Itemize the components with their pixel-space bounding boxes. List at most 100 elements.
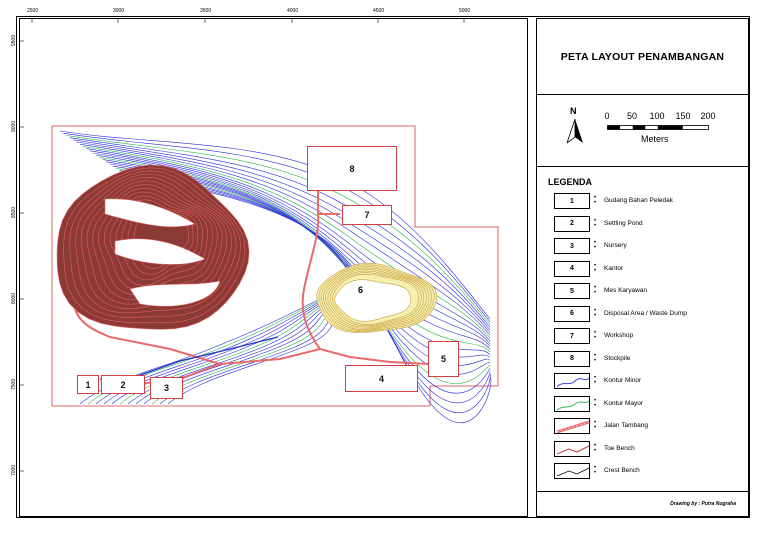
north-arrow-icon [567, 119, 583, 144]
legend-label: Jalan Tambang [604, 422, 648, 429]
legend-line-symbol [556, 377, 590, 388]
legend-separator: •• [594, 442, 597, 454]
x-tick: 2500 [27, 8, 39, 14]
legend-separator: •• [594, 375, 597, 386]
legend-line-symbol [556, 400, 590, 410]
y-tick: 9500 [11, 34, 17, 46]
pit-benches [56, 164, 250, 330]
legend-key: 2 [554, 215, 590, 232]
legend-line-symbol [556, 420, 590, 434]
y-tick: 7500 [11, 378, 17, 390]
mining-boundary [51, 125, 499, 407]
legend-separator: •• [594, 285, 597, 296]
legend-line-symbol [556, 445, 590, 454]
legend-key [554, 418, 590, 434]
facility-disposal-area: 6 [358, 285, 364, 295]
y-tick: 8500 [11, 206, 17, 218]
y-tick: 8000 [11, 292, 17, 304]
legend-key: 8 [554, 350, 590, 367]
facility-kantor: 4 [345, 365, 418, 392]
legend-separator: •• [594, 465, 597, 476]
graticule-ticks [20, 19, 465, 472]
facility-mes-karyawan: 5 [428, 341, 459, 377]
legend-item: 8 •• Stockpile [554, 350, 744, 367]
x-tick: 5000 [459, 8, 471, 14]
legend-label: Mes Karyawan [604, 287, 647, 294]
legend-item: 1 •• Gudang Bahan Peledak [554, 193, 744, 209]
legend-label: Kontur Minor [604, 377, 642, 384]
legend-separator: •• [594, 420, 597, 431]
legend-key: 3 [554, 238, 590, 254]
y-tick: 7000 [11, 464, 17, 476]
scale-numbers: 0 50 100 150 200 [599, 111, 719, 123]
map-canvas [20, 19, 499, 472]
legend-title: LEGENDA [548, 177, 593, 187]
legend: LEGENDA 1 •• Gudang Bahan Peledak 2 •• Settli… [537, 167, 748, 492]
legend-separator: •• [594, 352, 597, 364]
map-frame: 8 7 5 4 1 2 3 6 [19, 18, 528, 517]
legend-item: •• Jalan Tambang [554, 418, 744, 434]
facility-stockpile: 8 [307, 146, 397, 191]
legend-label: Kontur Mayor [604, 399, 644, 407]
legend-panel: PETA LAYOUT PENAMBANGAN N 0 50 100 150 2… [536, 18, 749, 517]
legend-key: 7 [554, 328, 590, 344]
facility-gudang-bahan-peledak: 1 [77, 375, 99, 394]
legend-separator: •• [594, 262, 597, 274]
map-title: PETA LAYOUT PENAMBANGAN [537, 19, 748, 95]
legend-key: 6 [554, 305, 590, 322]
legend-item: 6 •• Disposal Area / Waste Dump [554, 305, 744, 322]
legend-item: •• Crest Bench [554, 463, 744, 479]
legend-item: •• Kontur Minor [554, 373, 744, 389]
facility-nursery: 3 [150, 377, 183, 399]
legend-label: Disposal Area / Waste Dump [604, 309, 687, 317]
waste-dump-benches [316, 262, 438, 333]
y-tick: 9000 [11, 120, 17, 132]
legend-item: 3 •• Nursery [554, 238, 744, 254]
facility-workshop: 7 [342, 205, 392, 225]
legend-item: 7 •• Workshop [554, 328, 744, 344]
scale-unit: Meters [641, 134, 669, 144]
legend-item: •• Kontur Mayor [554, 395, 744, 412]
x-tick: 3000 [113, 8, 125, 14]
north-label: N [570, 106, 577, 116]
legend-key [554, 440, 590, 457]
x-tick: 3500 [200, 8, 212, 14]
legend-label: Kantor [604, 264, 624, 272]
scale-number: 0 [604, 111, 610, 121]
legend-line-symbol [556, 467, 590, 477]
legend-key [554, 463, 590, 479]
legend-separator: •• [594, 330, 597, 341]
scale-number: 150 [675, 111, 691, 121]
legend-item: 5 •• Mes Karyawan [554, 283, 744, 299]
legend-label: Nursery [604, 242, 627, 249]
x-tick: 4000 [287, 8, 299, 14]
drainage-line [114, 336, 279, 385]
legend-label: Settling Pond [604, 219, 643, 227]
legend-separator: •• [594, 307, 597, 319]
map-sheet-border [16, 16, 750, 518]
legend-key [554, 395, 590, 412]
legend-label: Toe Bench [604, 444, 635, 452]
drawing-credit: Drawing by : Putra Nugraha [670, 501, 736, 507]
scale-north-box: N 0 50 100 150 200 Meters [537, 95, 748, 167]
legend-separator: •• [594, 217, 597, 229]
facility-settling-pond: 2 [101, 375, 145, 394]
legend-key: 1 [554, 193, 590, 209]
x-tick: 4500 [373, 8, 385, 14]
legend-separator: •• [594, 397, 597, 409]
legend-separator: •• [594, 195, 597, 206]
legend-label: Workshop [604, 332, 634, 339]
legend-item: 2 •• Settling Pond [554, 215, 744, 232]
legend-separator: •• [594, 240, 597, 251]
legend-label: Gudang Bahan Peledak [604, 197, 674, 204]
legend-item: 4 •• Kantor [554, 260, 744, 277]
legend-item: •• Toe Bench [554, 440, 744, 457]
scale-number: 200 [700, 111, 716, 121]
scale-bar [607, 125, 709, 130]
legend-key: 5 [554, 283, 590, 299]
legend-label: Crest Bench [604, 467, 640, 474]
scale-number: 100 [649, 111, 665, 121]
legend-label: Stockpile [604, 354, 631, 362]
legend-key: 4 [554, 260, 590, 277]
scale-number: 50 [626, 111, 638, 121]
